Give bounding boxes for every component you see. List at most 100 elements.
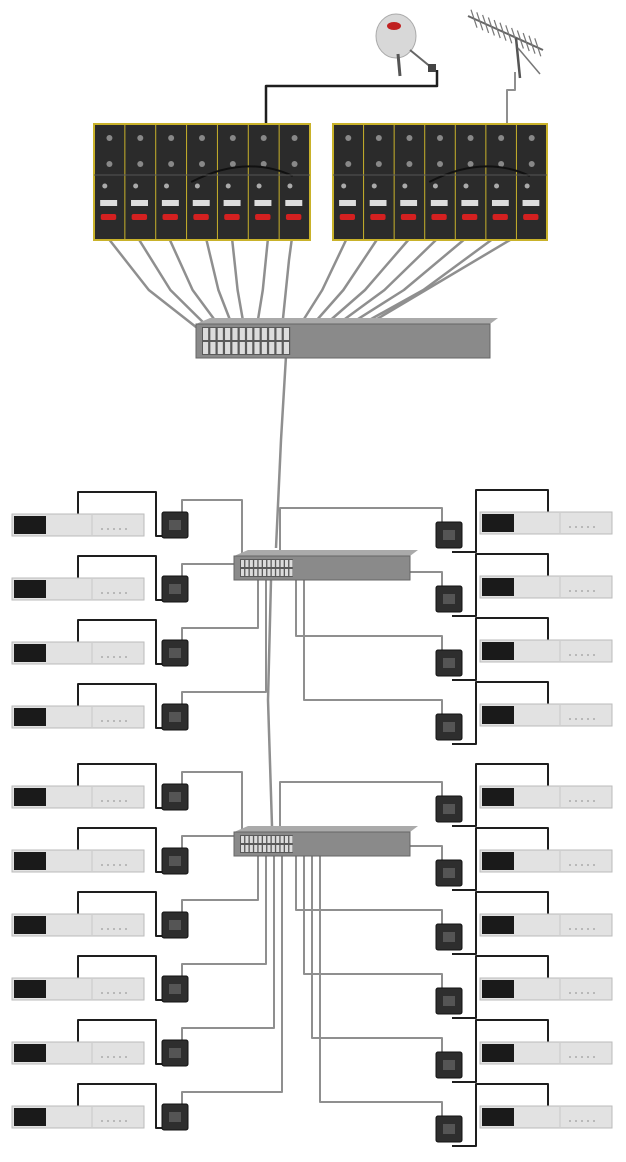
- module-label: [491, 200, 509, 206]
- stb-button: [587, 590, 589, 592]
- stb-button: [593, 1120, 595, 1122]
- stb-button: [125, 1120, 127, 1122]
- stb-button: [107, 928, 109, 930]
- dish-lnb: [428, 64, 436, 72]
- switch-port: [232, 328, 238, 340]
- module-button: [339, 214, 356, 220]
- stb-button: [119, 992, 121, 994]
- stb-button: [101, 720, 103, 722]
- adapter-port: [443, 530, 455, 540]
- network-adapter: [435, 859, 463, 887]
- module-label: [430, 200, 448, 206]
- switch-port: [239, 342, 245, 354]
- network-adapter: [435, 713, 463, 741]
- stb-display: [14, 916, 46, 934]
- stb-button: [101, 864, 103, 866]
- switch-port: [245, 560, 249, 567]
- set-top-box: [479, 1105, 613, 1129]
- antenna-mast: [514, 37, 522, 79]
- switch-port: [232, 342, 238, 354]
- switch-port: [269, 342, 275, 354]
- distribution-switch: [233, 826, 418, 857]
- stb-button: [581, 654, 583, 656]
- module-label: [254, 200, 272, 206]
- stb-button: [119, 1056, 121, 1058]
- stb-button: [587, 1056, 589, 1058]
- stb-to-adapter-cable: [452, 827, 549, 891]
- stb-button: [569, 1056, 571, 1058]
- adapter-to-switch-cable: [279, 781, 443, 844]
- adapter-to-switch-cable: [279, 507, 443, 568]
- stb-to-adapter-cable: [77, 555, 168, 601]
- stb-button: [593, 992, 595, 994]
- stb-to-adapter-cable: [452, 1019, 549, 1083]
- stb-button: [107, 720, 109, 722]
- switch-port: [258, 845, 262, 852]
- switch-port: [249, 569, 253, 576]
- adapter-to-switch-cable: [181, 844, 267, 976]
- switch-top: [196, 318, 498, 324]
- stb-display: [14, 1044, 46, 1062]
- stb-button: [575, 800, 577, 802]
- switch-port: [276, 560, 280, 567]
- stb-button: [113, 864, 115, 866]
- adapter-port: [169, 1048, 181, 1058]
- switch-port: [245, 569, 249, 576]
- switch-port: [254, 845, 258, 852]
- adapter-to-switch-cable: [295, 568, 443, 650]
- adapter-to-switch-cable: [303, 568, 443, 714]
- switch-port: [276, 569, 280, 576]
- switch-port: [271, 560, 275, 567]
- switch-port: [225, 342, 231, 354]
- stb-button: [107, 864, 109, 866]
- stb-button: [113, 928, 115, 930]
- stb-to-adapter-cable: [452, 553, 549, 617]
- switch-port: [289, 845, 293, 852]
- stb-button: [125, 720, 127, 722]
- module-connector: [168, 161, 175, 167]
- stb-display: [482, 578, 514, 596]
- network-adapter: [161, 703, 189, 731]
- stb-to-adapter-cable: [77, 955, 168, 1001]
- module-button: [224, 214, 240, 220]
- antenna-element: [516, 30, 524, 49]
- antenna-strut: [517, 47, 541, 75]
- stb-button: [119, 592, 121, 594]
- stb-button: [119, 656, 121, 658]
- switch-port: [254, 560, 258, 567]
- stb-button: [569, 654, 571, 656]
- switch-port: [225, 328, 231, 340]
- switch-port: [280, 560, 284, 567]
- dish-logo: [387, 22, 401, 30]
- adapter-port: [443, 722, 455, 732]
- module-label: [285, 200, 303, 206]
- module-connector: [225, 183, 231, 189]
- stb-display: [482, 916, 514, 934]
- network-adapter: [161, 911, 189, 939]
- stb-button: [101, 992, 103, 994]
- dish-mount: [396, 53, 402, 77]
- stb-display: [14, 788, 46, 806]
- switch-port: [210, 328, 216, 340]
- adapter-port: [169, 792, 181, 802]
- rack-to-core-cable: [107, 237, 211, 339]
- antenna-element: [522, 32, 530, 52]
- stb-button: [113, 592, 115, 594]
- module-connector: [406, 135, 413, 141]
- adapter-port: [443, 1060, 455, 1070]
- module-button: [462, 214, 478, 220]
- switch-port: [271, 836, 275, 843]
- switch-port: [241, 836, 245, 843]
- switch-port: [263, 569, 267, 576]
- stb-button: [581, 800, 583, 802]
- switch-port: [239, 328, 245, 340]
- module-button: [131, 214, 148, 220]
- switch-port: [254, 342, 260, 354]
- switch-port: [203, 328, 209, 340]
- stb-button: [569, 590, 571, 592]
- network-adapter: [161, 847, 189, 875]
- module-button: [431, 214, 447, 220]
- stb-to-adapter-cable: [77, 683, 168, 729]
- stb-button: [113, 1120, 115, 1122]
- set-top-box: [11, 705, 145, 729]
